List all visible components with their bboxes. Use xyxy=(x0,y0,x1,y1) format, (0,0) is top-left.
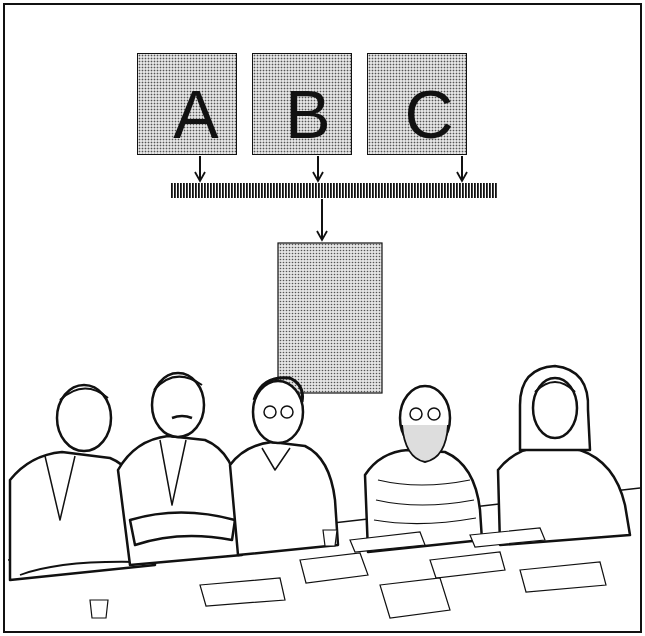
person xyxy=(230,378,338,555)
box-letter: C xyxy=(404,80,453,148)
arrow xyxy=(317,156,319,181)
person xyxy=(498,366,630,545)
box-letter: B xyxy=(285,80,330,148)
person xyxy=(365,386,482,552)
frame xyxy=(4,4,641,632)
source-box: C xyxy=(367,53,467,155)
arrow xyxy=(199,156,201,181)
source-box: A xyxy=(137,53,237,155)
hatched-bar xyxy=(170,183,498,198)
person xyxy=(118,373,242,565)
result-square xyxy=(278,243,382,393)
box-letter: A xyxy=(173,80,218,148)
arrow xyxy=(321,199,323,240)
papers xyxy=(90,528,606,618)
arrow xyxy=(461,156,463,181)
source-box: B xyxy=(252,53,352,155)
